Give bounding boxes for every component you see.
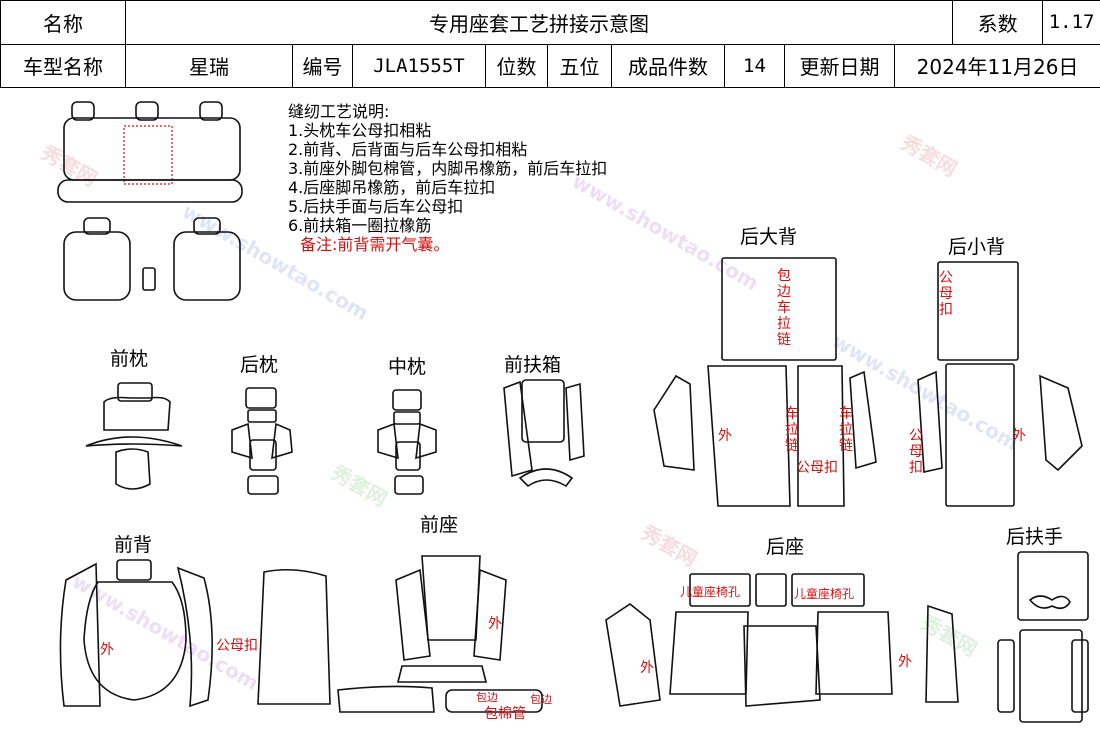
rear-big-back-pieces <box>653 257 877 507</box>
label-date: 更新日期 <box>784 43 895 88</box>
annotation-outer: 外 <box>100 642 114 658</box>
front-headrest-pieces <box>85 382 183 490</box>
note-item: 2.前背、后背面与后车公母扣相粘 <box>288 140 528 159</box>
annotation-zipper: 车拉链 <box>839 406 853 454</box>
page-title: 专用座套工艺拼接示意图 <box>124 0 954 45</box>
note-remark: 备注:前背需开气囊。 <box>300 235 450 254</box>
label-front-back: 前背 <box>114 534 153 556</box>
rear-seat-pieces <box>605 573 959 707</box>
rear-small-back-pieces <box>917 261 1083 507</box>
pieces-value: 14 <box>724 43 785 88</box>
notes-title: 缝纫工艺说明: <box>288 102 390 121</box>
note-item: 3.前座外脚包棉管，内脚吊橡筋，前后车拉扣 <box>288 159 608 178</box>
annotation-cotton-tube: 包棉管 <box>484 706 526 722</box>
model-value: 星瑞 <box>125 43 293 88</box>
date-value: 2024年11月26日 <box>893 43 1100 88</box>
annotation-wrap-zipper: 包边车拉链 <box>777 268 791 348</box>
header-table: 名称 专用座套工艺拼接示意图 系数 1.17 车型名称 星瑞 编号 JLA155… <box>0 0 1100 88</box>
annotation-snap: 公母扣 <box>939 270 953 318</box>
annotation-child-seat: 儿童座椅孔 <box>794 587 855 601</box>
label-rear-seat: 后座 <box>766 536 805 558</box>
annotation-wrap: 包边 <box>476 691 498 704</box>
annotation-outer: 外 <box>898 654 912 670</box>
annotation-snap: 公母扣 <box>216 638 258 654</box>
seat-overview <box>57 101 243 301</box>
annotation-zipper: 车拉链 <box>785 406 799 454</box>
label-code: 编号 <box>292 43 353 88</box>
annotation-snap: 公母扣 <box>909 428 923 476</box>
coef-value: 1.17 <box>1042 0 1100 45</box>
code-value: JLA1555T <box>352 43 486 88</box>
front-back-pieces <box>59 559 331 708</box>
annotation-outer: 外 <box>718 428 732 444</box>
label-seats: 位数 <box>485 43 548 88</box>
label-front-armbox: 前扶箱 <box>504 354 562 376</box>
sewing-notes: 缝纫工艺说明: 1.头枕车公母扣相粘 2.前背、后背面与后车公母扣相粘 3.前座… <box>288 102 607 254</box>
label-coef: 系数 <box>952 0 1044 45</box>
seats-value: 五位 <box>547 43 612 88</box>
note-item: 1.头枕车公母扣相粘 <box>288 121 432 140</box>
label-model: 车型名称 <box>0 43 126 88</box>
label-front-seat: 前座 <box>420 514 459 536</box>
note-item: 4.后座脚吊橡筋，前后车拉扣 <box>288 178 496 197</box>
annotation-outer: 外 <box>488 616 502 632</box>
note-item: 6.前扶箱一圈拉橡筋 <box>288 216 432 235</box>
label-middle-headrest: 中枕 <box>388 356 427 378</box>
label-pieces: 成品件数 <box>611 43 725 88</box>
label-rear-armrest: 后扶手 <box>1006 526 1064 548</box>
annotation-outer: 外 <box>640 660 654 676</box>
front-armbox-pieces <box>503 379 585 488</box>
label-rear-headrest: 后枕 <box>240 354 279 376</box>
pattern-drawing <box>57 101 1089 723</box>
label-front-headrest: 前枕 <box>110 348 149 370</box>
annotation-outer: 外 <box>1012 428 1026 444</box>
label-rear-big-back: 后大背 <box>740 226 798 248</box>
middle-headrest-pieces <box>377 389 437 495</box>
note-item: 5.后扶手面与后车公母扣 <box>288 197 464 216</box>
annotation-child-seat: 儿童座椅孔 <box>680 585 741 599</box>
rear-armrest-pieces <box>997 551 1089 723</box>
front-seat-pieces <box>337 555 543 713</box>
label-rear-small-back: 后小背 <box>948 236 1006 258</box>
annotation-snap: 公母扣 <box>796 460 838 476</box>
annotation-wrap: 包边 <box>530 693 552 706</box>
rear-headrest-pieces <box>231 387 293 495</box>
label-name: 名称 <box>0 0 126 45</box>
